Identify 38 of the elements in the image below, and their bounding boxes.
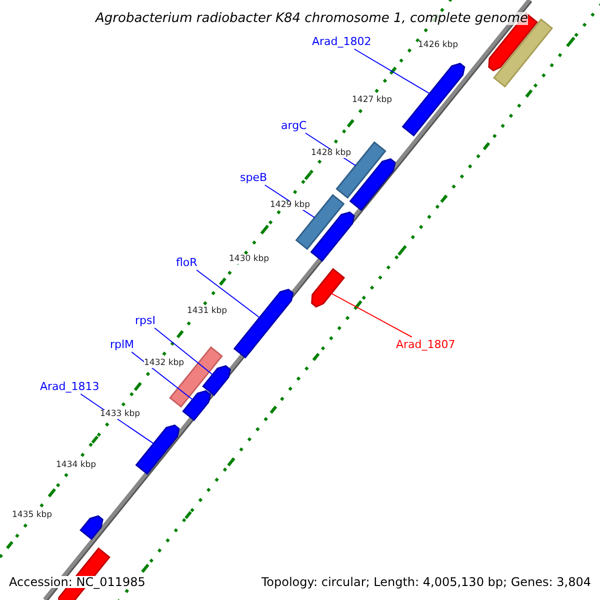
scale-label: 1428 kbp <box>311 149 352 158</box>
scale-label: 1429 kbp <box>270 201 310 210</box>
gene-block <box>402 62 466 137</box>
scale-label: 1435 kbp <box>12 511 52 520</box>
scale-label: 1427 kbp <box>352 96 392 104</box>
gene-name: rplM <box>110 339 134 350</box>
genome-info: Topology: circular; Length: 4,005,130 bp; Genes: 3,804 <box>261 576 591 588</box>
scale-label: 1432 kbp <box>144 359 184 368</box>
gene-name: Arad_1807 <box>396 339 456 350</box>
gene-name: Arad_1813 <box>40 381 100 392</box>
scale-label: 1426 kbp <box>418 41 458 50</box>
leader-line <box>330 292 412 338</box>
scale-label: 1433 kbp <box>100 410 140 418</box>
gene-block <box>349 158 396 212</box>
gene-name: speB <box>240 172 268 183</box>
leader-line <box>354 48 430 94</box>
gene-name: Arad_1802 <box>312 36 372 47</box>
accession-label: Accession: NC_011985 <box>9 576 146 588</box>
title: Agrobacterium radiobacter K84 chromosome 1, complete genome <box>96 12 528 25</box>
scale-label: 1431 kbp <box>187 307 228 316</box>
gene-block <box>80 515 104 540</box>
gene-block <box>311 268 346 308</box>
scale-label: 1430 kbp <box>229 255 270 264</box>
leader-line <box>196 270 260 318</box>
gene-block <box>233 288 294 359</box>
gene-name: floR <box>176 257 198 268</box>
gene-block <box>169 346 223 408</box>
gene-block <box>310 211 355 262</box>
gene-block <box>295 194 345 250</box>
gene-name: argC <box>281 120 307 131</box>
gene-block <box>336 141 386 199</box>
gene-block <box>135 424 180 475</box>
gene-block <box>202 365 232 396</box>
leader-line <box>154 328 214 376</box>
leader-line <box>131 352 194 400</box>
scale-label: 1434 kbp <box>56 461 96 470</box>
gene-name: rpsI <box>135 315 156 326</box>
gene-block <box>182 390 212 422</box>
